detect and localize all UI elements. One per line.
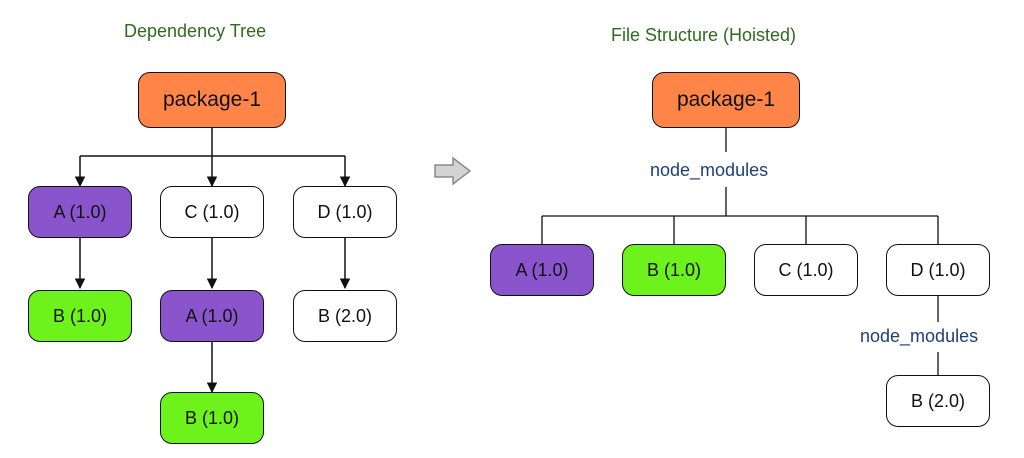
right-arrow-icon (434, 156, 472, 186)
left-node-a-under-c: A (1.0) (160, 290, 264, 342)
node-modules-label-d: node_modules (860, 326, 979, 346)
dependency-tree-title: Dependency Tree (124, 21, 267, 41)
left-node-b2-under-d: B (2.0) (293, 290, 397, 342)
right-node-d: D (1.0) (886, 244, 990, 296)
left-node-c: C (1.0) (160, 186, 264, 238)
right-node-c: C (1.0) (754, 244, 858, 296)
left-node-b-under-c-a: B (1.0) (160, 392, 264, 444)
right-package-1-node: package-1 (652, 72, 800, 128)
left-node-d: D (1.0) (293, 186, 397, 238)
node-modules-label-top: node_modules (650, 160, 769, 180)
file-structure-title: File Structure (Hoisted) (611, 25, 797, 45)
left-package-1-node: package-1 (138, 72, 286, 128)
right-node-b: B (1.0) (622, 244, 726, 296)
left-node-a: A (1.0) (28, 186, 132, 238)
left-node-b-under-a: B (1.0) (28, 290, 132, 342)
right-node-b2: B (2.0) (886, 375, 990, 427)
right-node-a: A (1.0) (490, 244, 594, 296)
